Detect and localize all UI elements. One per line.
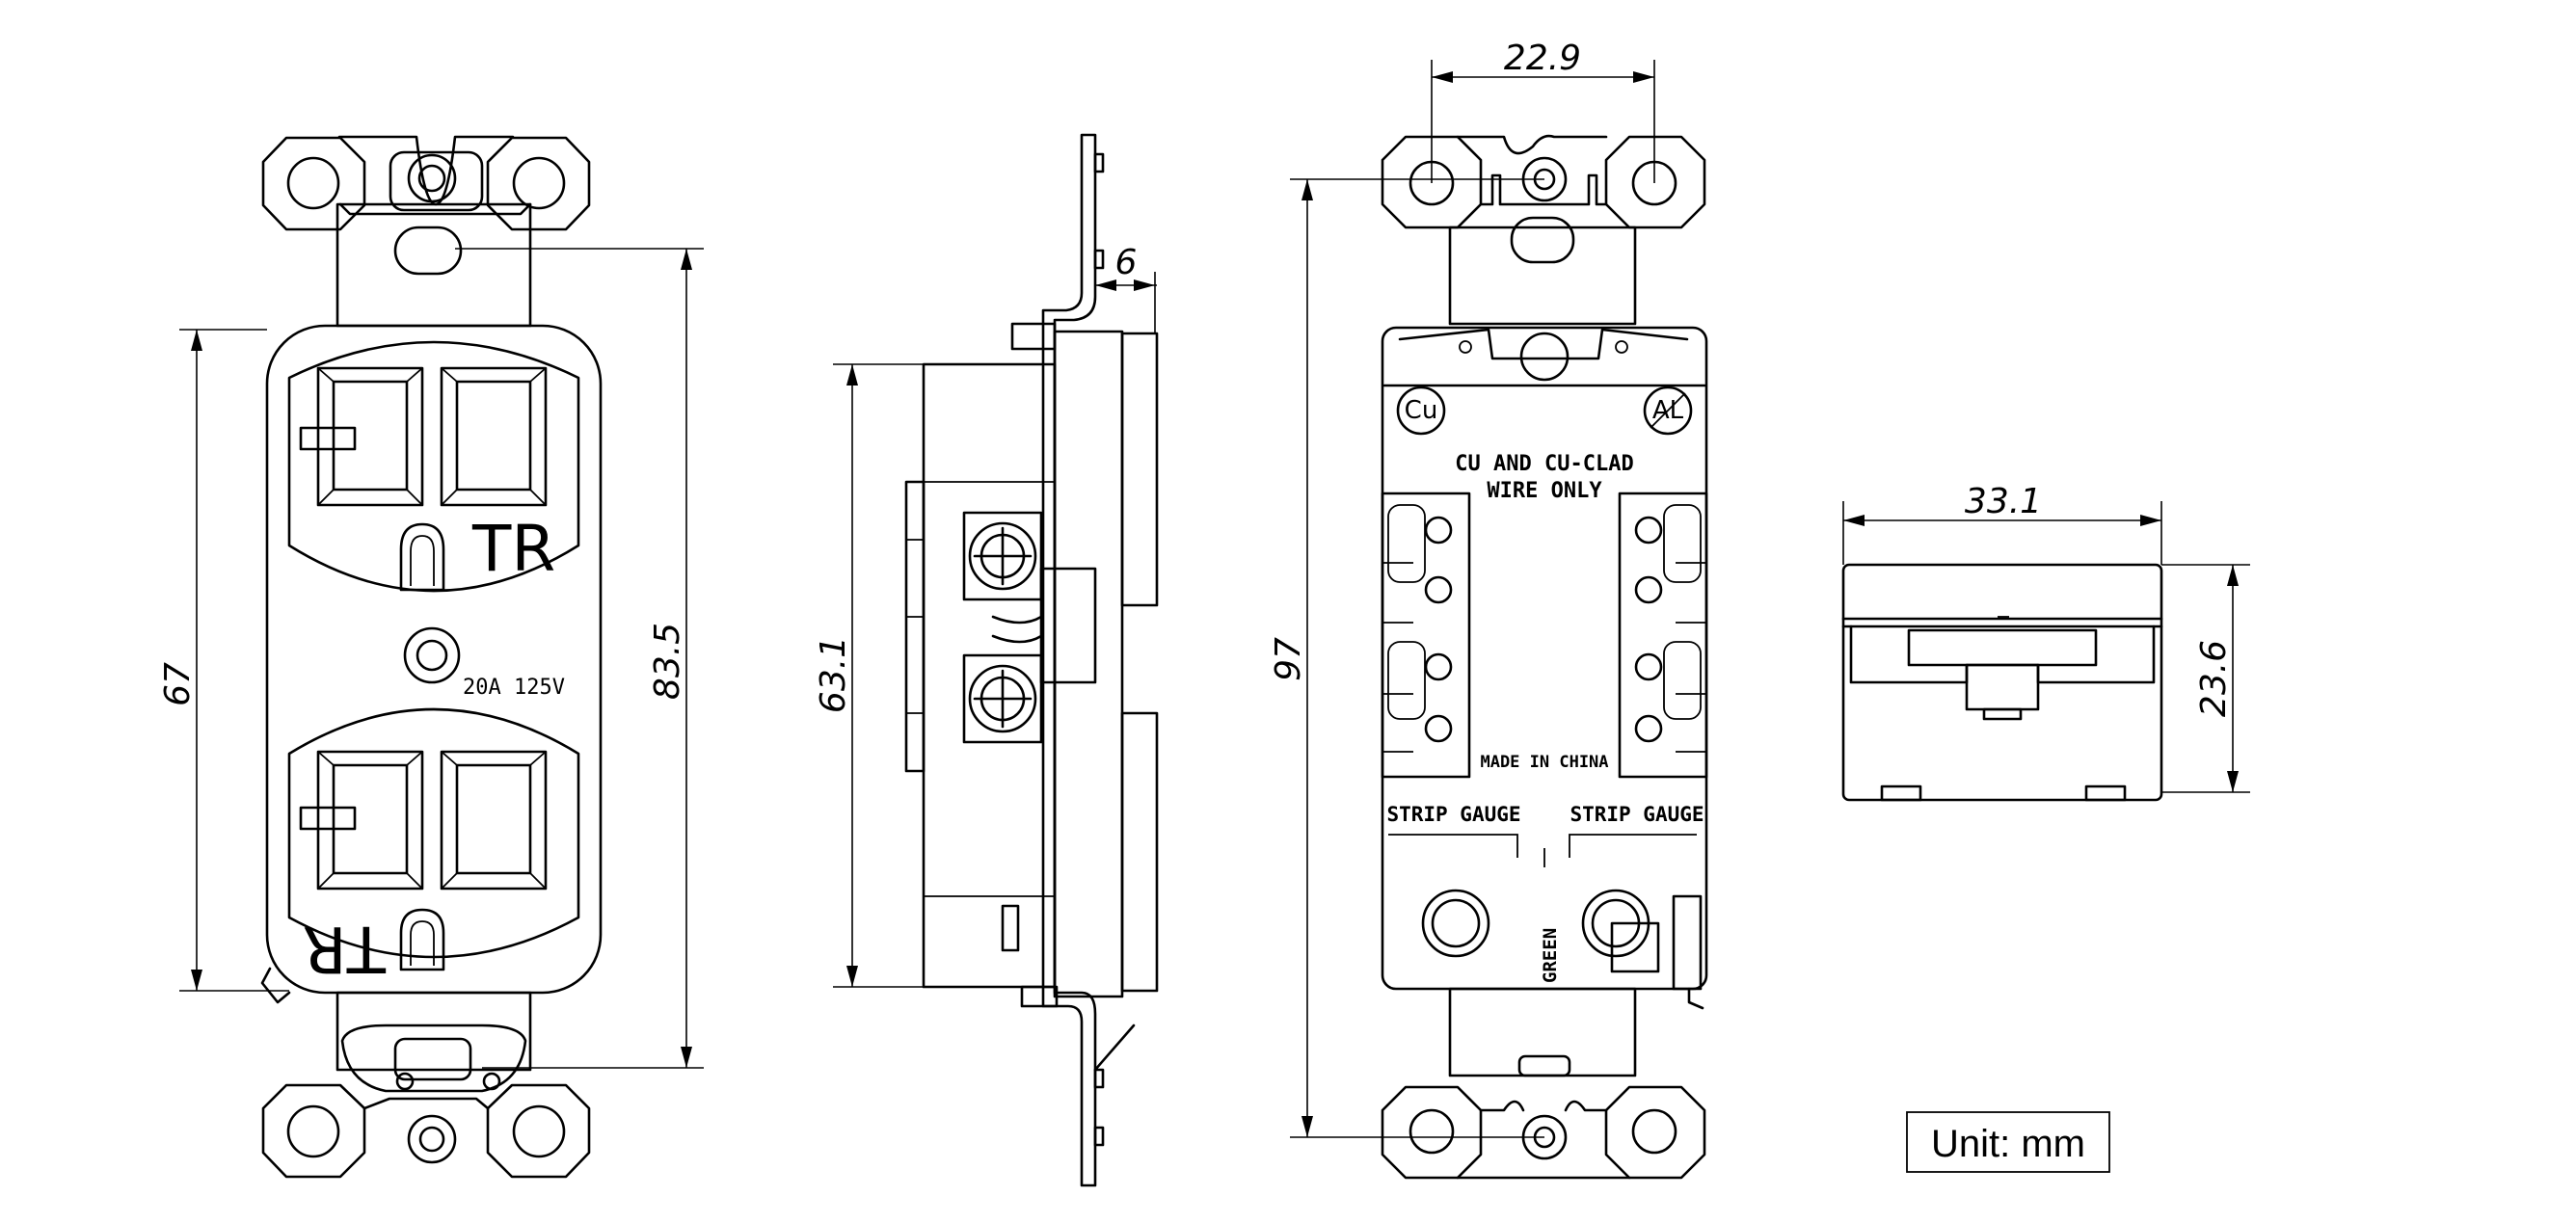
unit-box: Unit: mm (1906, 1111, 2110, 1173)
strip-gauge-right: STRIP GAUGE (1570, 803, 1704, 826)
dim-label-33-1: 33.1 (1965, 482, 2042, 521)
dim-label-97: 97 (1269, 637, 1308, 681)
strip-gauge-left: STRIP GAUGE (1386, 803, 1520, 826)
center-screw (403, 626, 461, 684)
dim-front-total-height: 83.5 (455, 248, 704, 1069)
back-top-strap (1381, 134, 1706, 326)
dim-label-83-5: 83.5 (648, 623, 687, 700)
lower-receptacle: TR (287, 707, 580, 986)
dim-top-depth: 23.6 (2161, 564, 2250, 793)
dim-top-width: 33.1 (1842, 482, 2162, 565)
dim-label-67: 67 (158, 662, 198, 706)
wire-notice-line2: WIRE ONLY (1487, 479, 1602, 503)
back-ground-screw-left (1421, 889, 1490, 958)
back-right-wire-terminals (1618, 492, 1708, 779)
dim-back-total-height: 97 (1269, 178, 1544, 1138)
dim-label-23-6: 23.6 (2194, 640, 2234, 717)
unit-label: Unit: mm (1931, 1123, 2085, 1165)
wire-notice-line1: CU AND CU-CLAD (1455, 452, 1633, 476)
tr-mark-lower: TR (303, 912, 387, 986)
side-strap (1041, 133, 1097, 1187)
top-view: 33.1 23.6 (1841, 482, 2250, 802)
back-bottom-strap (1381, 987, 1706, 1180)
side-terminal-screw-upper (962, 511, 1043, 601)
dim-side-body-height: 63.1 (814, 363, 924, 988)
side-view: 6 63.1 (814, 133, 1159, 1187)
cu-mark: Cu (1405, 396, 1438, 425)
dim-side-flange: 6 (1095, 243, 1157, 333)
origin-label: MADE IN CHINA (1480, 753, 1608, 772)
front-bottom-strap (260, 967, 591, 1179)
front-view: TR 20A 125V TR (158, 135, 704, 1179)
side-face-block (1053, 330, 1124, 998)
upper-receptacle: TR (287, 340, 580, 593)
top-body (1841, 563, 2163, 802)
side-terminal-screw-lower (962, 653, 1043, 744)
front-top-strap (261, 135, 591, 328)
back-view: Cu AL CU AND CU-CLAD WIRE ONLY MADE IN C… (1269, 39, 1708, 1180)
dim-front-body-height: 67 (158, 329, 289, 992)
back-left-wire-terminals (1381, 492, 1471, 779)
dim-back-hole-spacing: 22.9 (1431, 39, 1655, 183)
side-back-body (922, 362, 1057, 989)
dim-label-63-1: 63.1 (814, 636, 853, 713)
rating-label: 20A 125V (463, 676, 565, 700)
ground-label: GREEN (1540, 928, 1561, 983)
dim-label-6: 6 (1115, 243, 1138, 282)
tr-mark-upper: TR (471, 512, 555, 586)
dim-label-22-9: 22.9 (1504, 39, 1581, 78)
